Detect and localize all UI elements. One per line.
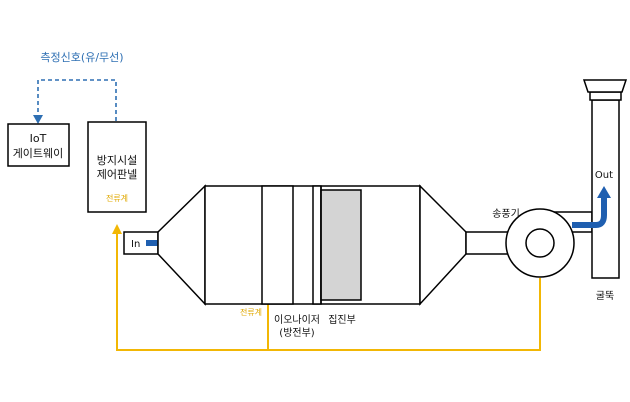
- iot-gateway-line2: 게이트웨이: [13, 147, 64, 160]
- signal-label: 측정신호(유/무선): [40, 51, 123, 64]
- iot-gateway-box: IoT 게이트웨이: [7, 123, 70, 167]
- ionizer-section: [261, 185, 294, 305]
- control-panel-box: 방지시설 제어판넬 전류계: [87, 121, 147, 213]
- chimney-label: 굴뚝: [596, 290, 614, 302]
- outlet-arrow-icon: [572, 196, 607, 228]
- current-meter-wiring: [112, 224, 541, 351]
- control-panel-line2: 제어판넬: [97, 168, 137, 181]
- measurement-signal-line: [37, 79, 117, 121]
- outlet-arrowhead: [597, 186, 611, 198]
- collector-label: 집진부: [328, 314, 356, 326]
- collector-section: [312, 185, 362, 305]
- ionizer-line1: 이오나이저: [274, 314, 320, 326]
- ionizer-current-meter-label: 전류계: [240, 307, 262, 317]
- outlet-label: Out: [595, 170, 613, 181]
- blower-label: 송풍기: [492, 208, 520, 220]
- signal-arrowhead: [33, 115, 43, 124]
- outlet-duct: [465, 231, 512, 255]
- inlet-label: In: [131, 239, 140, 250]
- panel-current-meter-label: 전류계: [106, 193, 128, 203]
- iot-gateway-line1: IoT: [30, 132, 47, 145]
- control-panel-line1: 방지시설: [97, 154, 137, 167]
- wire-arrowhead: [112, 224, 122, 234]
- chimney-stack: [582, 79, 628, 279]
- ionizer-line2: (방전부): [279, 327, 315, 339]
- main-housing: [157, 184, 467, 306]
